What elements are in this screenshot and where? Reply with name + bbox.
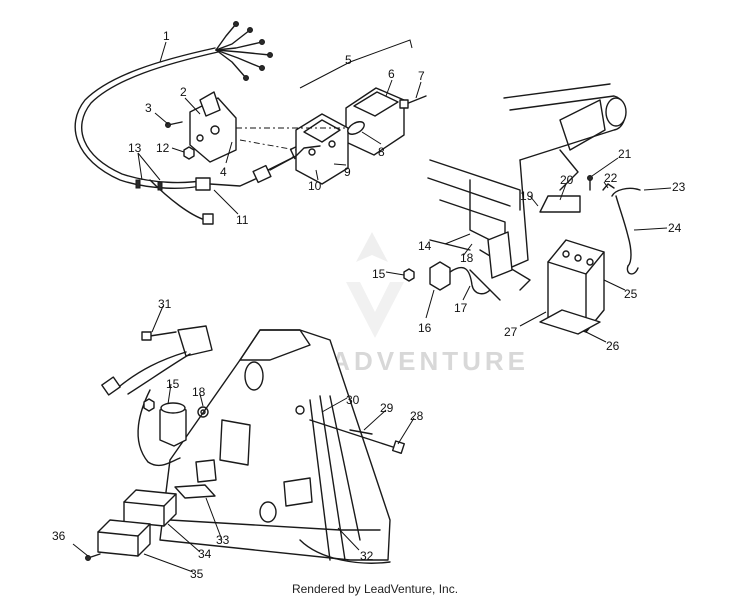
callout-12: 12 [156,141,170,155]
callout-18b: 18 [192,385,206,399]
callout-35: 35 [190,567,204,581]
callout-3: 3 [145,101,152,115]
callout-25: 25 [624,287,638,301]
leader-lines [72,41,672,573]
washer [197,406,209,418]
bolt [141,331,177,341]
solenoid [429,261,491,295]
watermark-logo [346,232,404,338]
nut [143,398,155,412]
callout-1: 1 [163,29,170,43]
socket-connector [269,145,321,171]
ignition-coil [159,402,187,447]
mounting-plate [159,329,391,564]
mounting-bracket [189,91,237,163]
callout-16: 16 [418,321,432,335]
callout-9: 9 [344,165,351,179]
spacer [349,429,373,435]
footer-credit: Rendered by LeadVenture, Inc. [291,582,459,596]
battery-strap [611,187,641,275]
callout-13: 13 [128,141,142,155]
mounting-bracket [487,231,513,279]
callout-24: 24 [668,221,682,235]
voltage-regulator [97,519,151,557]
battery [547,239,605,333]
callout-15b: 15 [166,377,180,391]
callout-18: 18 [460,251,474,265]
callout-2: 2 [180,85,187,99]
tail-light-lens [295,113,349,185]
callout-6: 6 [388,67,395,81]
callout-10: 10 [308,179,322,193]
frame [427,83,627,301]
rectifier [123,489,177,527]
battery-pad [539,309,601,335]
callout-26: 26 [606,339,620,353]
callout-19: 19 [520,189,534,203]
callout-21: 21 [618,147,632,161]
callout-27: 27 [504,325,518,339]
callout-5: 5 [345,53,352,67]
callout-11: 11 [236,213,249,227]
callout-30: 30 [346,393,360,407]
callout-33: 33 [216,533,230,547]
nut [403,268,415,282]
callout-4: 4 [220,165,227,179]
nut [183,146,195,160]
callout-31: 31 [158,297,172,311]
battery-box [539,195,581,213]
callout-15: 15 [372,267,386,281]
callout-23: 23 [672,180,686,194]
callout-bracket [299,39,413,89]
battery-screw [587,175,593,191]
callout-14: 14 [418,239,432,253]
screw [165,121,183,128]
clip [602,183,615,191]
callout-labels: 1 2 3 4 5 6 7 8 9 10 11 12 13 14 15 16 1… [52,29,686,581]
callout-17: 17 [454,301,468,315]
long-bolt [309,419,406,455]
callout-34: 34 [198,547,212,561]
callout-29: 29 [380,401,394,415]
callout-32: 32 [360,549,374,563]
callout-20: 20 [560,173,574,187]
cdi-box [101,325,213,467]
callout-7: 7 [418,69,425,83]
bolt [399,95,427,109]
callout-36: 36 [52,529,66,543]
screw [85,553,101,561]
assembly-line [239,139,297,151]
callout-8: 8 [378,145,385,159]
callout-22: 22 [604,171,618,185]
tail-light-housing [345,87,405,156]
rubber-mount [174,484,216,499]
callout-28: 28 [410,409,424,423]
bulb [347,121,365,135]
